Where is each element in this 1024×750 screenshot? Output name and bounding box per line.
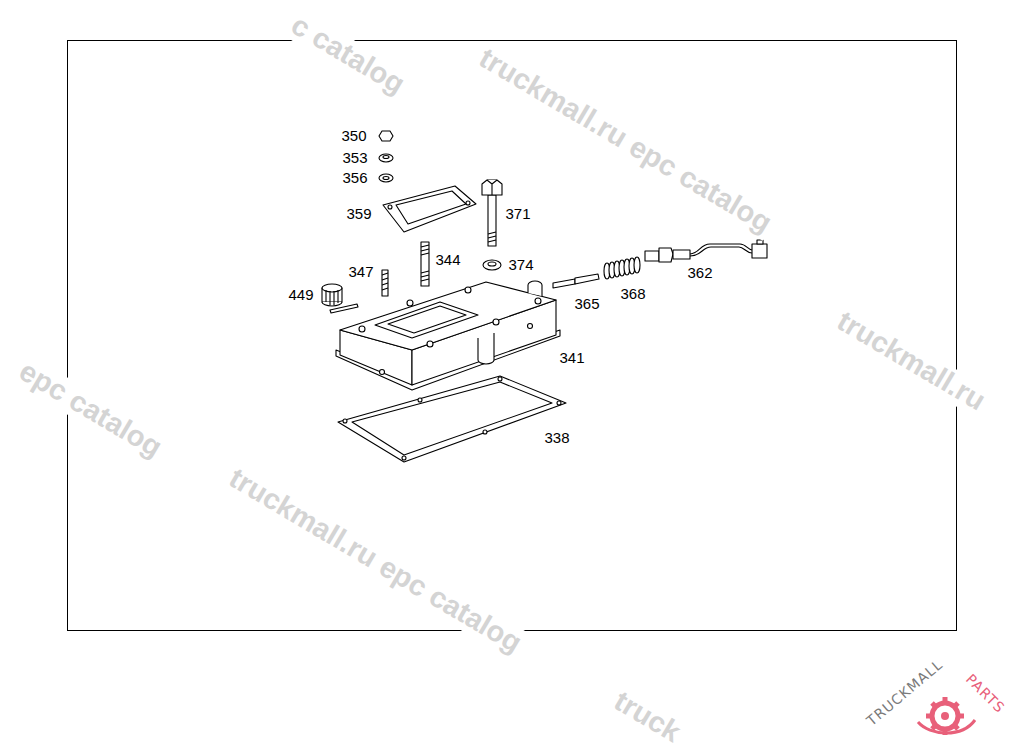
logo-mark (918, 697, 975, 735)
nut (379, 131, 393, 141)
stud (382, 270, 388, 296)
callout-number: 356 (342, 170, 367, 187)
callout-number: 338 (544, 430, 569, 447)
washer (483, 260, 501, 270)
logo-text: PARTS (962, 671, 1007, 716)
lower-gasket (338, 376, 566, 462)
callout-number: 341 (559, 350, 584, 367)
stud (421, 242, 429, 286)
callout-number: 353 (342, 150, 367, 167)
callout-number: 344 (435, 252, 460, 269)
spring (604, 257, 640, 279)
callout-number: 449 (288, 287, 313, 304)
callout-number: 347 (348, 264, 373, 281)
pin (553, 274, 599, 288)
sensor (645, 240, 767, 262)
frame (68, 41, 957, 631)
callout-number: 371 (505, 206, 530, 223)
callout-number: 362 (687, 265, 712, 282)
bolt (482, 180, 502, 246)
callout-number: 359 (346, 206, 371, 223)
callout-number: 350 (341, 128, 366, 145)
washer (379, 154, 393, 182)
watermark: truck (607, 684, 688, 750)
cover-housing (336, 281, 560, 390)
callout-number: 365 (574, 296, 599, 313)
watermark: truckmall.ru epc catalog (222, 461, 529, 660)
watermark: truckmall.ru (830, 304, 993, 418)
watermark: c catalog (284, 8, 412, 101)
callout-number: 374 (508, 257, 533, 274)
upper-gasket (383, 186, 476, 232)
plug (322, 284, 358, 313)
logo-text: TRUCKMALL (864, 657, 946, 729)
watermark: epc catalog (12, 354, 169, 465)
callout-number: 368 (620, 286, 645, 303)
